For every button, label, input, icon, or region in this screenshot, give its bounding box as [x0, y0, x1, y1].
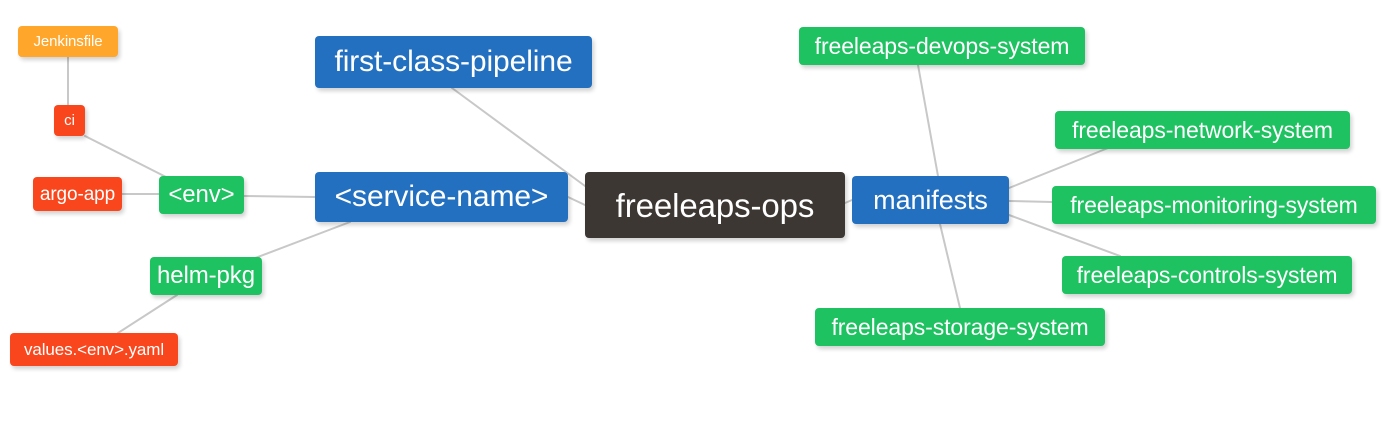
- edge-env-ci: [84, 135, 169, 179]
- node-jenkinsfile[interactable]: Jenkinsfile: [18, 26, 118, 57]
- node-freeleaps-storage-system-label: freeleaps-storage-system: [831, 313, 1089, 340]
- node-freeleaps-network-system-label: freeleaps-network-system: [1072, 116, 1333, 143]
- node-freeleaps-controls-system-label: freeleaps-controls-system: [1076, 261, 1338, 288]
- node-argo-app-label: argo-app: [39, 183, 116, 205]
- node-manifests-label: manifests: [873, 184, 988, 215]
- node-first-class-pipeline-label: first-class-pipeline: [334, 45, 573, 78]
- node-ci-label: ci: [64, 112, 75, 129]
- edge-manifests-storage-system: [939, 223, 961, 309]
- node-freeleaps-ops[interactable]: freeleaps-ops: [585, 172, 845, 238]
- node-manifests[interactable]: manifests: [852, 176, 1009, 224]
- node-env[interactable]: <env>: [159, 176, 244, 214]
- node-first-class-pipeline[interactable]: first-class-pipeline: [315, 36, 592, 88]
- edge-service-name-env: [243, 195, 316, 198]
- node-freeleaps-devops-system[interactable]: freeleaps-devops-system: [799, 27, 1085, 65]
- node-freeleaps-storage-system[interactable]: freeleaps-storage-system: [815, 308, 1105, 346]
- edge-manifests-devops-system: [917, 64, 939, 177]
- edge-manifests-network-system: [1008, 147, 1109, 189]
- node-values-yaml[interactable]: values.<env>.yaml: [10, 333, 178, 366]
- node-helm-pkg-label: helm-pkg: [157, 262, 255, 289]
- edge-manifests-monitoring-system: [1008, 200, 1053, 203]
- node-freeleaps-monitoring-system[interactable]: freeleaps-monitoring-system: [1052, 186, 1376, 224]
- node-freeleaps-network-system[interactable]: freeleaps-network-system: [1055, 111, 1350, 149]
- edge-helm-pkg-values-yaml: [117, 294, 178, 334]
- node-freeleaps-devops-system-label: freeleaps-devops-system: [814, 32, 1070, 59]
- node-env-label: <env>: [168, 181, 235, 208]
- node-service-name-label: <service-name>: [334, 180, 549, 213]
- node-argo-app[interactable]: argo-app: [33, 177, 122, 211]
- node-helm-pkg[interactable]: helm-pkg: [150, 257, 262, 295]
- node-freeleaps-ops-label: freeleaps-ops: [615, 186, 815, 224]
- node-values-yaml-label: values.<env>.yaml: [23, 340, 165, 359]
- node-freeleaps-monitoring-system-label: freeleaps-monitoring-system: [1070, 191, 1358, 218]
- node-ci[interactable]: ci: [54, 105, 85, 136]
- edge-root-service-name: [567, 196, 586, 206]
- edge-root-manifests: [844, 199, 853, 204]
- edge-service-name-helm-pkg: [249, 221, 351, 261]
- node-jenkinsfile-label: Jenkinsfile: [33, 33, 103, 50]
- node-service-name[interactable]: <service-name>: [315, 172, 568, 222]
- node-freeleaps-controls-system[interactable]: freeleaps-controls-system: [1062, 256, 1352, 294]
